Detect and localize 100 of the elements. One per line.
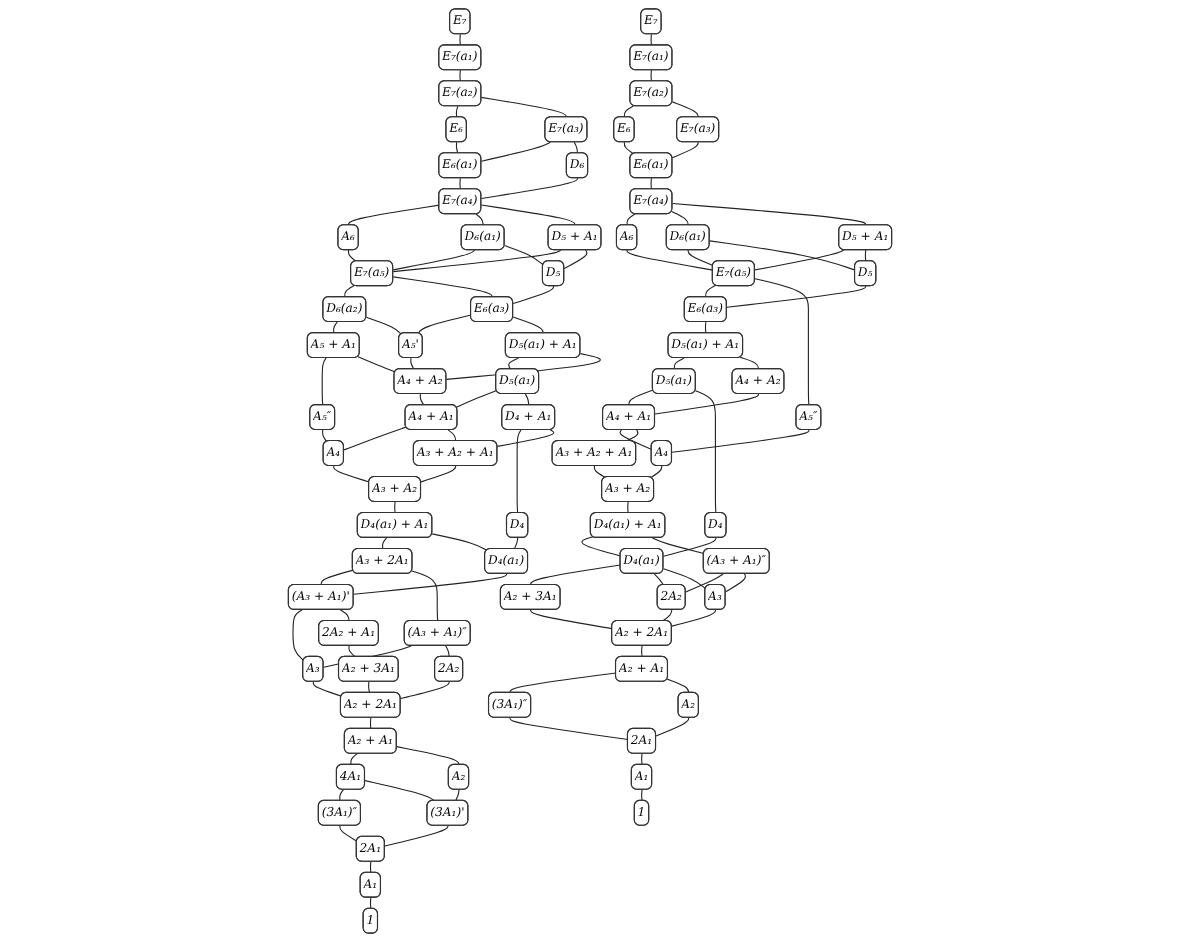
connector xyxy=(651,537,705,555)
connector xyxy=(431,533,488,551)
connector xyxy=(504,245,544,266)
connector xyxy=(627,501,629,514)
connector xyxy=(292,609,305,662)
connector xyxy=(455,789,460,802)
connector xyxy=(650,465,663,479)
connector xyxy=(512,285,555,305)
connector xyxy=(339,825,358,842)
connector xyxy=(509,717,629,740)
connector xyxy=(650,69,652,82)
connector xyxy=(322,429,328,443)
connector xyxy=(480,177,579,200)
connector xyxy=(333,465,370,483)
connector xyxy=(623,141,635,155)
connector xyxy=(344,285,355,298)
connector xyxy=(392,249,562,273)
connector xyxy=(662,537,717,557)
connector xyxy=(339,789,344,802)
connector xyxy=(508,357,519,370)
connector xyxy=(396,746,460,766)
connector xyxy=(573,141,579,154)
connector xyxy=(339,609,350,622)
connector xyxy=(365,316,402,335)
connector xyxy=(626,213,636,226)
connector xyxy=(725,573,747,593)
connector xyxy=(321,357,327,406)
connector xyxy=(364,780,435,802)
connector xyxy=(673,357,685,370)
connector xyxy=(739,356,760,370)
connector xyxy=(641,789,643,802)
connector xyxy=(381,537,388,550)
connector xyxy=(350,753,358,766)
connector xyxy=(320,569,354,586)
connector xyxy=(530,609,613,630)
connector xyxy=(671,609,717,627)
connector xyxy=(581,536,622,557)
connector xyxy=(459,177,461,190)
connector xyxy=(480,141,551,162)
connector xyxy=(475,213,484,226)
connector xyxy=(666,678,690,694)
connector xyxy=(392,249,476,271)
connector xyxy=(347,204,440,226)
connector xyxy=(459,69,461,82)
connector xyxy=(593,465,607,479)
connector xyxy=(671,211,689,226)
connector xyxy=(754,278,810,406)
connector xyxy=(411,570,439,622)
connector xyxy=(650,177,652,190)
connector xyxy=(687,249,714,266)
connector xyxy=(455,389,498,408)
connector xyxy=(671,141,699,159)
connector xyxy=(641,645,643,658)
connector xyxy=(420,465,457,483)
connector xyxy=(662,609,673,622)
connector xyxy=(368,681,371,694)
connector xyxy=(480,96,567,118)
connector xyxy=(625,429,639,442)
connector xyxy=(694,390,717,514)
connector xyxy=(685,573,724,593)
connector xyxy=(662,568,707,590)
connector xyxy=(392,276,493,298)
connector xyxy=(626,249,714,271)
connector xyxy=(410,357,415,370)
connector xyxy=(445,353,601,380)
connector xyxy=(653,573,665,586)
connector xyxy=(348,645,356,658)
connector xyxy=(333,321,338,334)
connector xyxy=(671,202,867,226)
connector xyxy=(516,429,522,514)
connector xyxy=(623,105,635,118)
connector xyxy=(353,573,508,595)
connector xyxy=(384,825,449,847)
connector xyxy=(513,537,519,550)
connector xyxy=(641,753,643,766)
connector xyxy=(455,105,459,118)
connector xyxy=(619,429,653,450)
connector xyxy=(709,240,856,271)
connector xyxy=(524,393,530,406)
connector xyxy=(654,393,760,415)
connector xyxy=(705,284,717,298)
connector xyxy=(650,33,652,46)
connector xyxy=(754,249,845,271)
connector xyxy=(343,426,407,451)
connector xyxy=(312,681,343,697)
connector xyxy=(480,204,576,226)
connector xyxy=(357,356,396,373)
connector xyxy=(418,314,472,334)
connector xyxy=(400,681,450,700)
connector xyxy=(726,285,867,308)
connector xyxy=(459,33,461,46)
connector xyxy=(563,249,588,269)
connector xyxy=(447,429,457,442)
connector xyxy=(509,672,617,694)
connector xyxy=(496,429,555,447)
connector xyxy=(455,141,459,154)
connector xyxy=(445,645,450,658)
connector xyxy=(628,389,654,406)
connector xyxy=(655,717,690,737)
connector xyxy=(671,429,810,453)
